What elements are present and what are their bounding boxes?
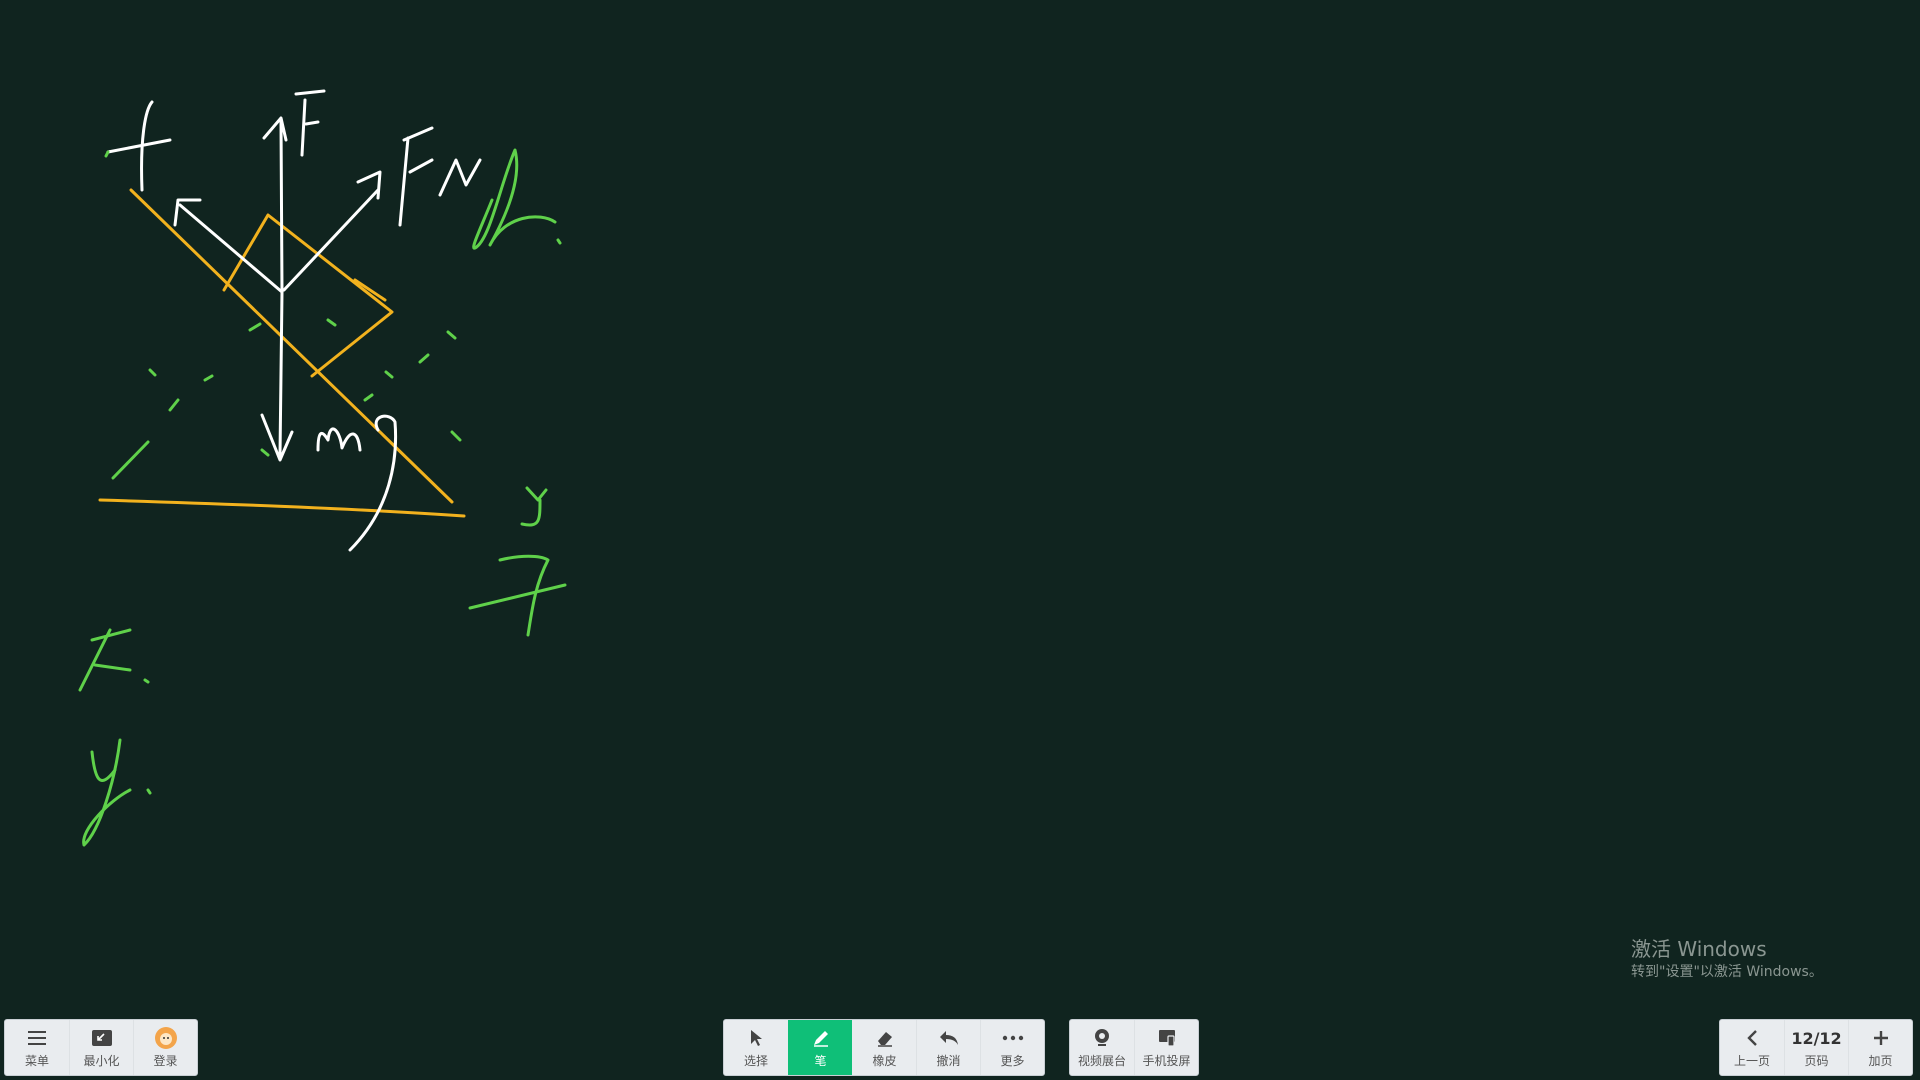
minimize-button[interactable]: 最小化 bbox=[69, 1020, 133, 1075]
watermark-title: 激活 Windows bbox=[1631, 937, 1767, 961]
axis-y-label bbox=[472, 148, 557, 250]
login-button[interactable]: 登录 bbox=[133, 1020, 197, 1075]
select-tool-button[interactable]: 选择 bbox=[724, 1020, 788, 1075]
login-label: 登录 bbox=[153, 1054, 178, 1068]
y-colon-label bbox=[82, 738, 132, 847]
select-label: 选择 bbox=[743, 1054, 768, 1068]
page-label: 页码 bbox=[1804, 1054, 1829, 1068]
prev-page-button[interactable]: 上一页 bbox=[1720, 1020, 1784, 1075]
axis-x-arrow bbox=[520, 486, 548, 527]
incline-line bbox=[129, 188, 454, 504]
dash-marks bbox=[104, 150, 562, 795]
undo-label: 撤消 bbox=[936, 1054, 961, 1068]
menu-label: 菜单 bbox=[24, 1054, 49, 1068]
block-outline bbox=[222, 213, 394, 378]
phone-cast-button[interactable]: 手机投屏 bbox=[1134, 1020, 1198, 1075]
undo-button[interactable]: 撤消 bbox=[916, 1020, 980, 1075]
minimize-icon bbox=[90, 1026, 114, 1050]
page-number: 12/12 bbox=[1791, 1028, 1842, 1048]
letter-f bbox=[106, 100, 172, 192]
page-toolbar: 上一页 12/12 页码 加页 bbox=[1719, 1019, 1913, 1076]
menu-icon bbox=[25, 1026, 49, 1050]
incline-drawing bbox=[98, 188, 466, 518]
media-toolbar: 视频展台 手机投屏 bbox=[1069, 1019, 1199, 1076]
more-label: 更多 bbox=[1000, 1054, 1025, 1068]
left-toolbar: 菜单 最小化 登录 bbox=[4, 1019, 198, 1076]
menu-button[interactable]: 菜单 bbox=[5, 1020, 69, 1075]
axis-x-label bbox=[468, 554, 567, 637]
undo-icon bbox=[937, 1026, 961, 1050]
avatar-icon bbox=[154, 1026, 178, 1050]
eraser-label: 橡皮 bbox=[872, 1054, 897, 1068]
force-diagram bbox=[106, 89, 482, 552]
eraser-icon bbox=[873, 1026, 897, 1050]
force-mg-arrow bbox=[260, 290, 294, 462]
green-annotations bbox=[78, 148, 567, 847]
document-camera-button[interactable]: 视频展台 bbox=[1070, 1020, 1134, 1075]
x-colon-label bbox=[78, 628, 132, 692]
ground-line bbox=[98, 498, 466, 518]
letter-F bbox=[294, 89, 326, 157]
add-page-label: 加页 bbox=[1868, 1054, 1893, 1068]
minimize-label: 最小化 bbox=[83, 1054, 120, 1068]
windows-activation-watermark: 激活 Windows 转到"设置"以激活 Windows。 bbox=[1631, 936, 1823, 982]
camera-icon bbox=[1090, 1026, 1114, 1050]
pen-tool-button[interactable]: 笔 bbox=[788, 1020, 852, 1075]
prev-page-label: 上一页 bbox=[1733, 1054, 1770, 1068]
add-page-button[interactable]: 加页 bbox=[1848, 1020, 1912, 1075]
force-N-arrow bbox=[282, 170, 382, 292]
watermark-subtitle: 转到"设置"以激活 Windows。 bbox=[1631, 964, 1823, 980]
letter-FN bbox=[398, 126, 482, 227]
page-number-button[interactable]: 12/12 页码 bbox=[1784, 1020, 1848, 1075]
more-dots-icon bbox=[1001, 1026, 1025, 1050]
cursor-arrow-icon bbox=[744, 1026, 768, 1050]
pen-icon bbox=[809, 1026, 833, 1050]
eraser-tool-button[interactable]: 橡皮 bbox=[852, 1020, 916, 1075]
letter-mg bbox=[316, 414, 398, 552]
more-button[interactable]: 更多 bbox=[980, 1020, 1044, 1075]
pen-label: 笔 bbox=[814, 1054, 827, 1068]
tool-toolbar: 选择 笔 橡皮 撤消 更多 bbox=[723, 1019, 1045, 1076]
force-F-arrow bbox=[262, 116, 288, 294]
phone-cast-icon bbox=[1155, 1026, 1179, 1050]
phone-cast-label: 手机投屏 bbox=[1142, 1054, 1191, 1068]
chevron-left-icon bbox=[1740, 1026, 1764, 1050]
force-f-arrow bbox=[173, 198, 284, 294]
block-side bbox=[353, 278, 387, 302]
plus-icon bbox=[1869, 1026, 1893, 1050]
camera-label: 视频展台 bbox=[1077, 1054, 1126, 1068]
